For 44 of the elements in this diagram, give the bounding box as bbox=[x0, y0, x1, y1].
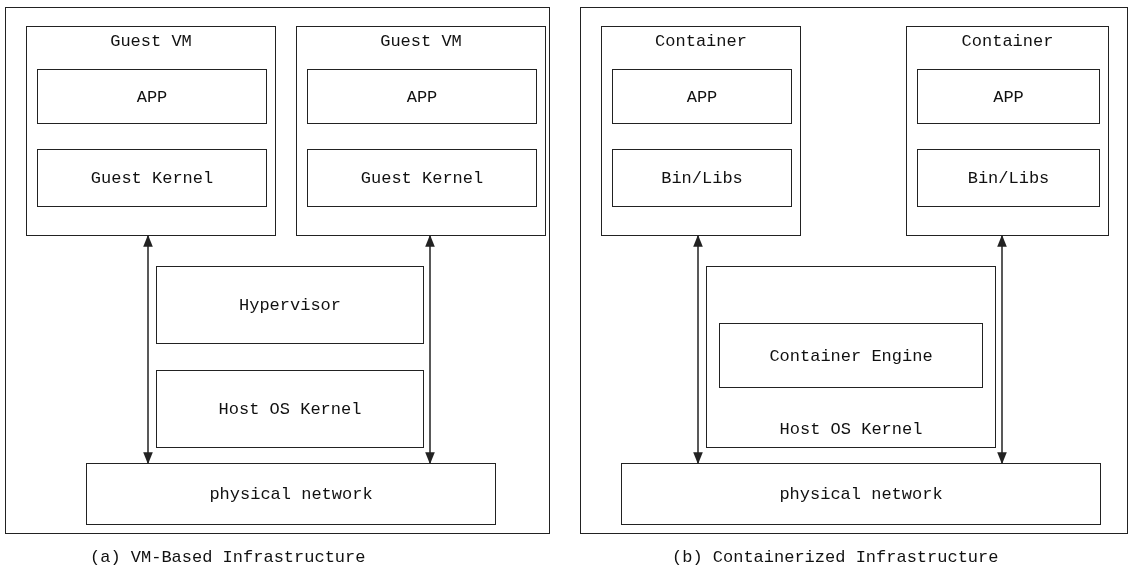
box-label: Guest Kernel bbox=[89, 168, 215, 188]
container-box bbox=[86, 463, 496, 525]
box-label: Guest VM bbox=[109, 32, 193, 51]
figure-caption: (a) VM-Based Infrastructure bbox=[90, 548, 366, 567]
container-box bbox=[612, 149, 792, 207]
container-box bbox=[612, 69, 792, 124]
container-box bbox=[601, 26, 801, 236]
container-box bbox=[917, 69, 1100, 124]
container-box bbox=[917, 149, 1100, 207]
box-label: Host OS Kernel bbox=[217, 399, 363, 419]
box-label: Hypervisor bbox=[238, 295, 342, 315]
container-box bbox=[580, 7, 1128, 534]
box-label: Bin/Libs bbox=[660, 168, 744, 188]
container-box bbox=[307, 69, 537, 124]
box-label: Guest VM bbox=[379, 32, 463, 51]
box-label: Bin/Libs bbox=[966, 168, 1051, 188]
arrow bbox=[997, 234, 1007, 465]
box-label: APP bbox=[992, 87, 1025, 106]
arrow bbox=[143, 234, 153, 465]
container-box bbox=[156, 266, 424, 344]
box-label: Host OS Kernel bbox=[778, 420, 924, 439]
arrow bbox=[693, 234, 703, 465]
container-box bbox=[621, 463, 1101, 525]
container-box bbox=[719, 323, 983, 388]
arrow bbox=[425, 234, 435, 465]
box-label: Container Engine bbox=[768, 346, 934, 365]
container-box bbox=[37, 69, 267, 124]
container-box bbox=[706, 266, 996, 448]
figure-caption: (b) Containerized Infrastructure bbox=[672, 548, 999, 567]
container-box bbox=[156, 370, 424, 448]
container-box bbox=[26, 26, 276, 236]
box-label: Container bbox=[960, 32, 1055, 51]
box-label: physical network bbox=[778, 484, 944, 504]
container-box bbox=[307, 149, 537, 207]
box-label: Guest Kernel bbox=[359, 168, 485, 188]
container-box bbox=[296, 26, 546, 236]
container-box bbox=[5, 7, 550, 534]
box-label: physical network bbox=[208, 484, 374, 504]
box-label: APP bbox=[685, 87, 719, 106]
box-label: APP bbox=[405, 87, 439, 106]
container-box bbox=[37, 149, 267, 207]
box-label: APP bbox=[135, 87, 169, 106]
box-label: Container bbox=[654, 32, 748, 51]
container-box bbox=[906, 26, 1109, 236]
